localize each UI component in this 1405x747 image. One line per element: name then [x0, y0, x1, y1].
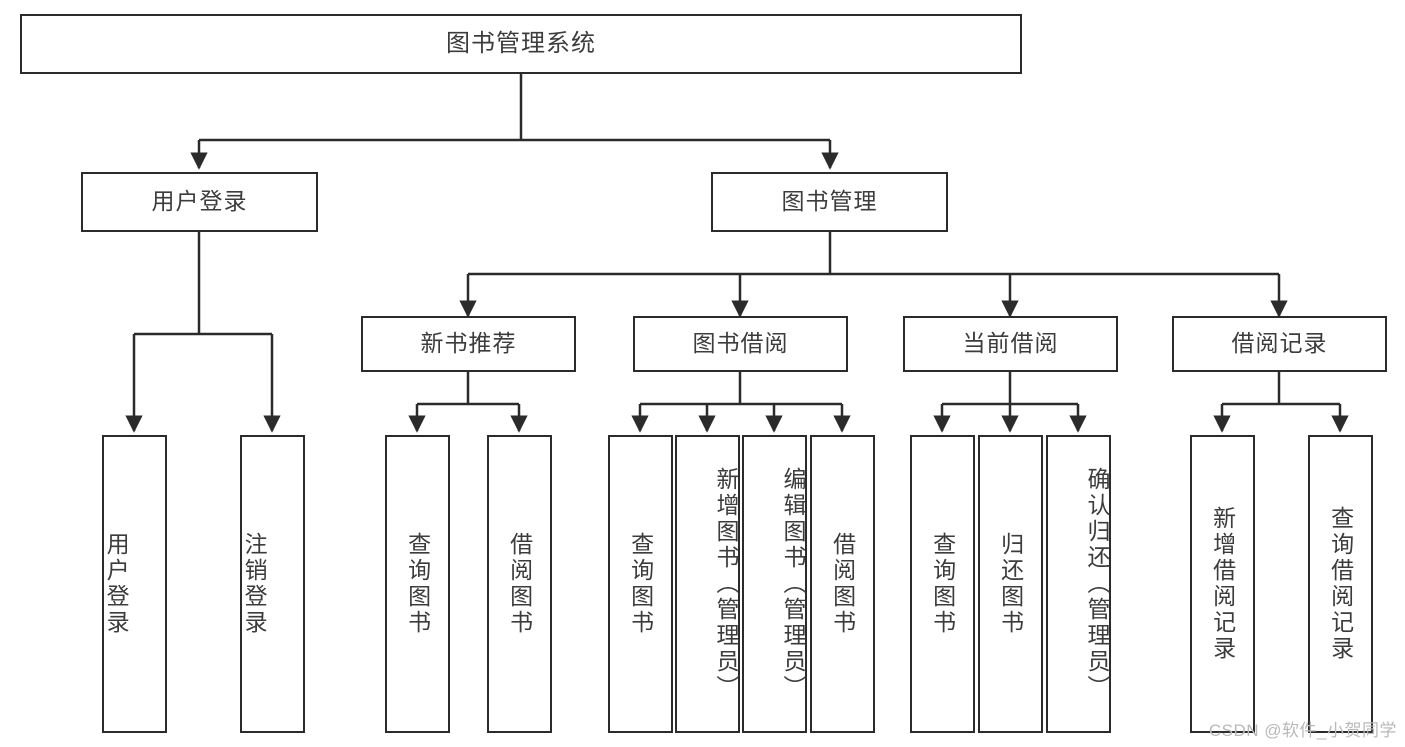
node-leaf-user-login[interactable]: 用户登录 — [102, 435, 167, 733]
node-book-borrow-label: 图书借阅 — [692, 330, 789, 357]
node-book-management-label: 图书管理 — [781, 188, 878, 215]
node-leaf-add-book-admin-label: 新增图书（管理员） — [713, 467, 739, 701]
node-leaf-borrow-book[interactable]: 借阅图书 — [810, 435, 875, 733]
node-new-book-recommend-label: 新书推荐 — [420, 330, 517, 357]
node-leaf-query-book-new[interactable]: 查询图书 — [385, 435, 450, 733]
node-leaf-borrow-book-label: 借阅图书 — [829, 532, 856, 636]
node-root-system-label: 图书管理系统 — [446, 29, 596, 57]
node-book-management[interactable]: 图书管理 — [711, 172, 948, 232]
node-leaf-query-book-current-label: 查询图书 — [929, 532, 956, 636]
node-leaf-return-book[interactable]: 归还图书 — [978, 435, 1043, 733]
node-book-borrow[interactable]: 图书借阅 — [633, 316, 848, 372]
node-leaf-add-book-admin[interactable]: 新增图书（管理员） — [675, 435, 740, 733]
node-leaf-add-borrow-record-label: 新增借阅记录 — [1209, 506, 1236, 662]
node-leaf-query-book-borrow-label: 查询图书 — [627, 532, 654, 636]
node-leaf-query-book-new-label: 查询图书 — [404, 532, 431, 636]
node-leaf-query-book-borrow[interactable]: 查询图书 — [608, 435, 673, 733]
node-leaf-query-borrow-record-label: 查询借阅记录 — [1327, 506, 1354, 662]
node-leaf-confirm-return-admin-label: 确认归还（管理员） — [1084, 467, 1110, 701]
node-current-borrow-label: 当前借阅 — [962, 330, 1059, 357]
node-leaf-query-book-current[interactable]: 查询图书 — [910, 435, 975, 733]
node-leaf-confirm-return-admin[interactable]: 确认归还（管理员） — [1046, 435, 1111, 733]
node-leaf-user-login-label: 用户登录 — [103, 532, 130, 636]
node-new-book-recommend[interactable]: 新书推荐 — [361, 316, 576, 372]
node-borrow-records-label: 借阅记录 — [1231, 330, 1328, 357]
node-leaf-query-borrow-record[interactable]: 查询借阅记录 — [1308, 435, 1373, 733]
node-leaf-logout[interactable]: 注销登录 — [240, 435, 305, 733]
node-leaf-return-book-label: 归还图书 — [997, 532, 1024, 636]
node-borrow-records[interactable]: 借阅记录 — [1172, 316, 1387, 372]
node-leaf-borrow-book-new[interactable]: 借阅图书 — [487, 435, 552, 733]
watermark-text: CSDN @软件_小贺同学 — [1208, 721, 1397, 740]
node-leaf-edit-book-admin-label: 编辑图书（管理员） — [780, 467, 806, 701]
node-leaf-borrow-book-new-label: 借阅图书 — [506, 532, 533, 636]
node-current-borrow[interactable]: 当前借阅 — [903, 316, 1118, 372]
node-leaf-logout-label: 注销登录 — [241, 532, 268, 636]
node-leaf-edit-book-admin[interactable]: 编辑图书（管理员） — [742, 435, 807, 733]
node-user-login-label: 用户登录 — [151, 188, 248, 215]
node-root-system[interactable]: 图书管理系统 — [20, 14, 1022, 74]
node-user-login[interactable]: 用户登录 — [81, 172, 318, 232]
node-leaf-add-borrow-record[interactable]: 新增借阅记录 — [1190, 435, 1255, 733]
